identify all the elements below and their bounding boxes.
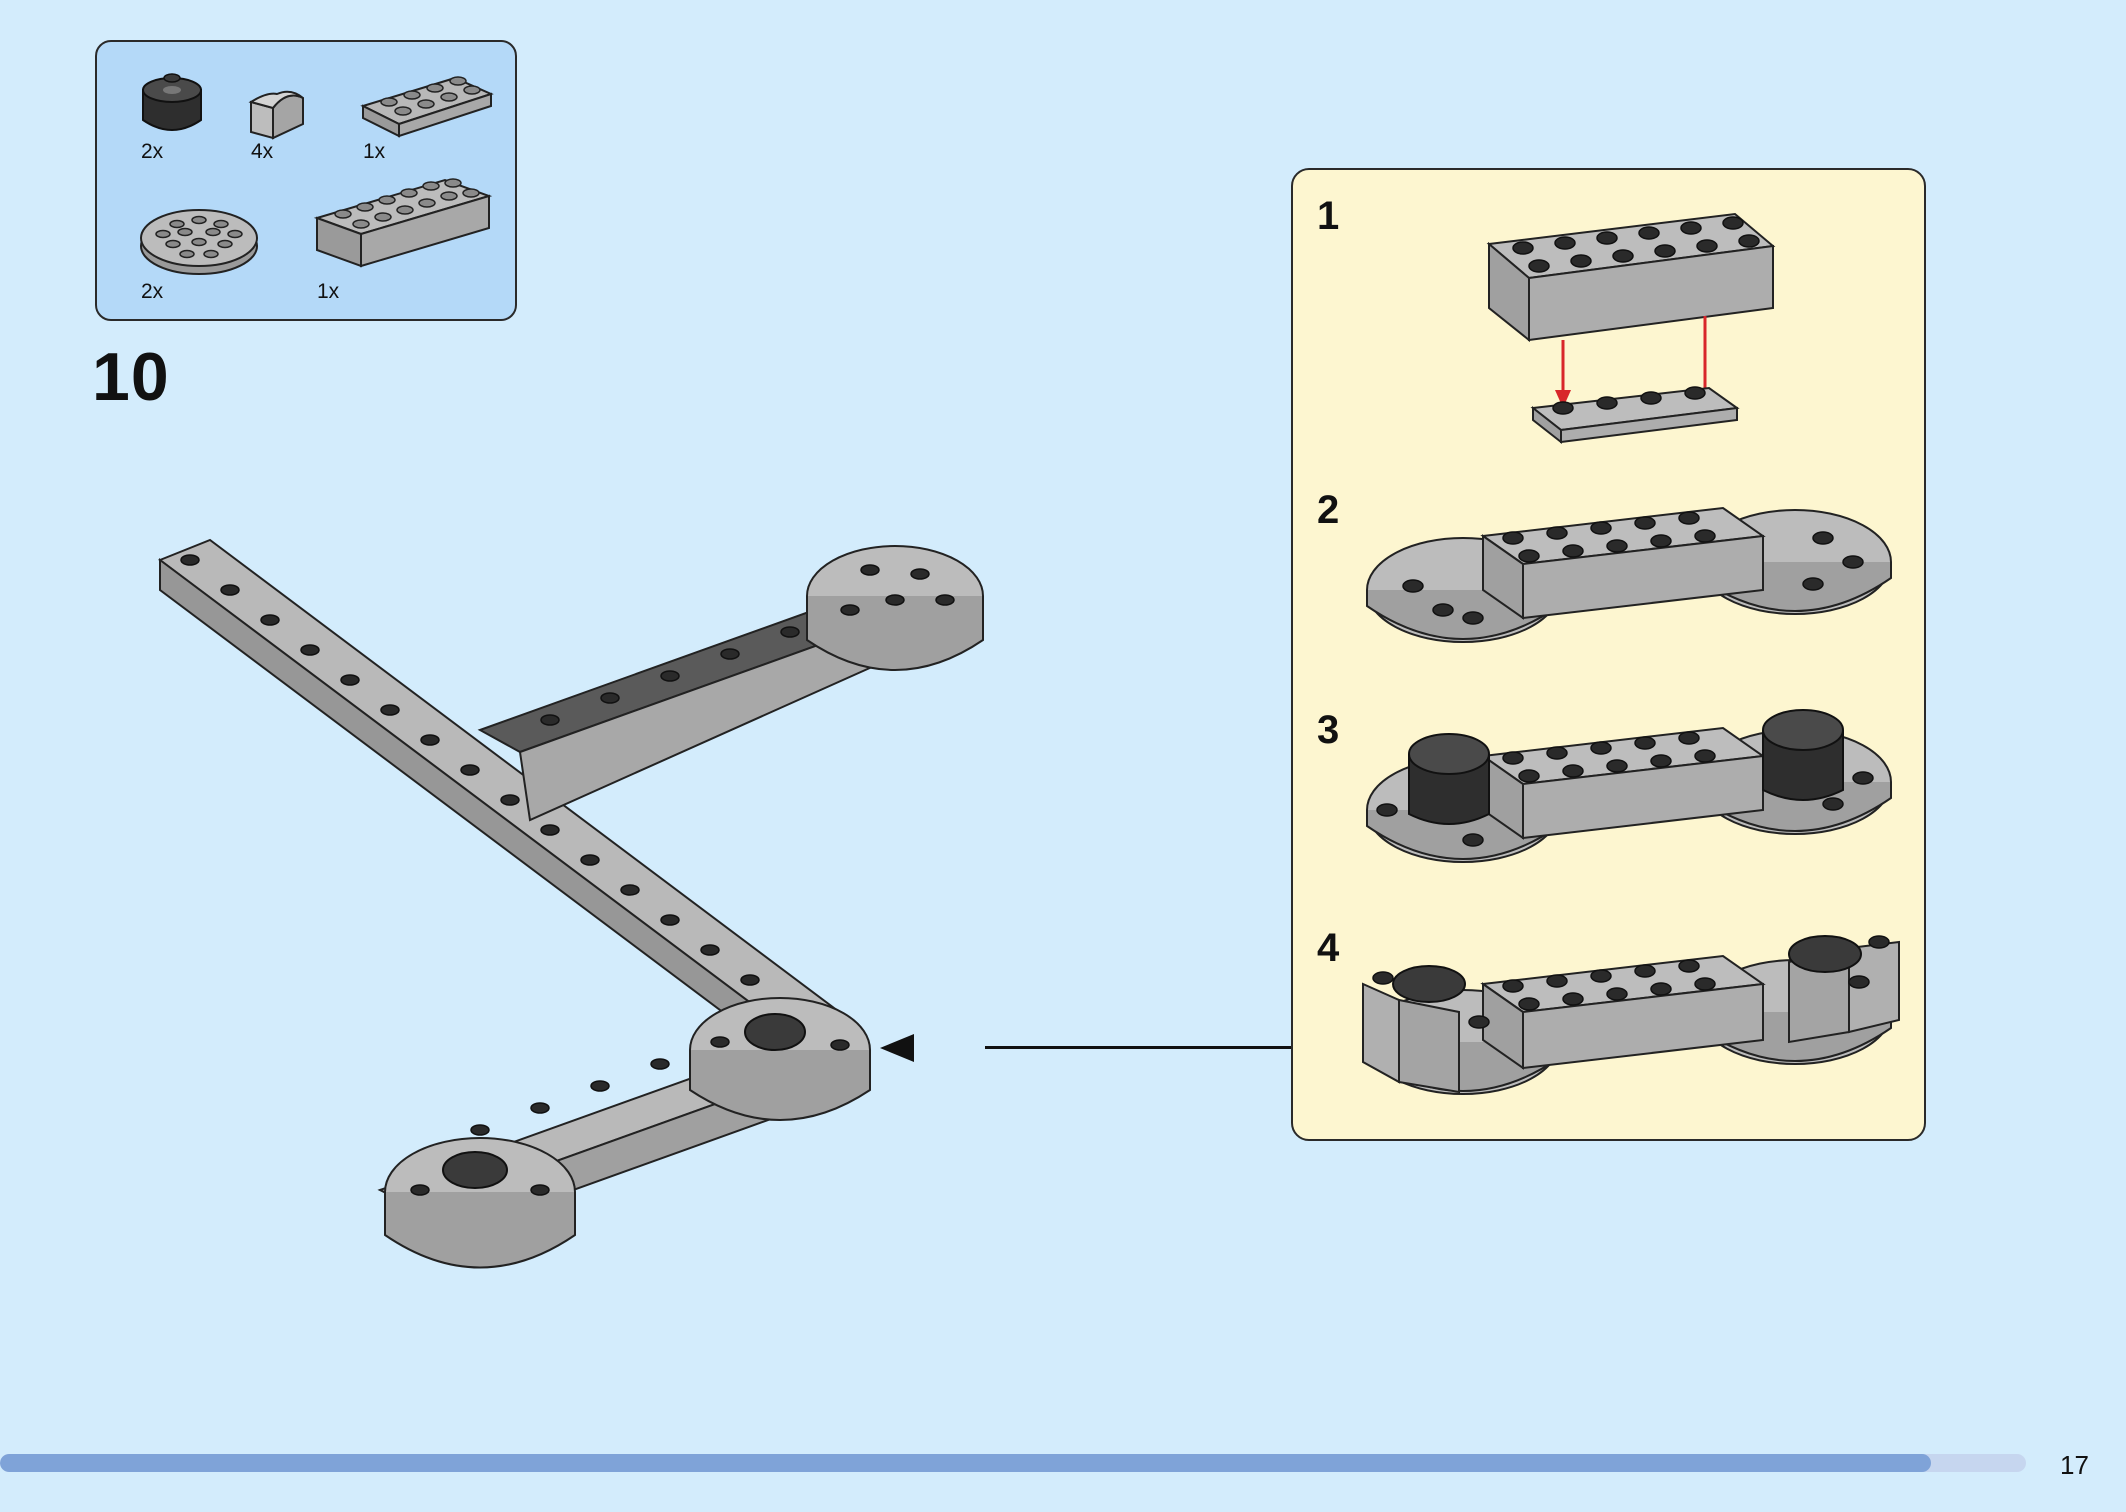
part-quantity: 2x [141, 140, 164, 163]
round-plate-4x4-gray-icon [137, 198, 261, 278]
arrow-left-icon [880, 1034, 914, 1062]
round-brick-2x2-black-icon [137, 70, 207, 142]
subassembly-callout: 1 2 [1291, 168, 1926, 1141]
part-quantity: 2x [141, 280, 164, 303]
step-number: 10 [92, 339, 170, 415]
main-model-illustration [150, 530, 1000, 1305]
substep-2-illustration [1363, 488, 1903, 673]
plate-2x4-gray-icon [359, 64, 495, 144]
page-number: 17 [2060, 1450, 2089, 1480]
part-quantity: 1x [317, 280, 340, 303]
substep-number: 2 [1317, 488, 1340, 532]
substep-number: 4 [1317, 926, 1340, 970]
substep-number: 1 [1317, 194, 1340, 238]
page-progress-fill [0, 1454, 1931, 1472]
page-progress-bar [0, 1454, 2026, 1472]
brick-2x6-gray-icon [313, 162, 495, 272]
callout-pointer-line [985, 1046, 1291, 1049]
parts-list: 2x 4x 1x [95, 40, 517, 321]
part-quantity: 4x [251, 140, 274, 163]
substep-3-illustration [1363, 700, 1903, 895]
substep-4-illustration [1359, 922, 1905, 1123]
substep-number: 3 [1317, 708, 1340, 752]
substep-1-illustration [1483, 190, 1783, 465]
part-quantity: 1x [363, 140, 386, 163]
curved-brick-1x2-gray-icon [247, 88, 307, 140]
